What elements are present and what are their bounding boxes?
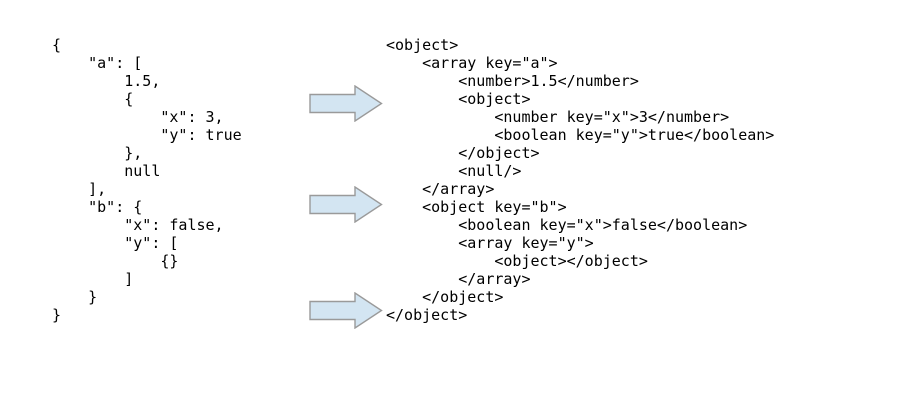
json-source-block: { "a": [ 1.5, { "x": 3, "y": true }, nul… <box>52 36 242 324</box>
xml-line-9: </array> <box>386 180 495 198</box>
json-line-16: } <box>52 306 62 324</box>
json-line-1: { <box>52 36 62 54</box>
xml-line-2: <array key="a"> <box>386 54 558 72</box>
xml-line-6: <boolean key="y">true</boolean> <box>386 126 775 144</box>
xml-line-8: <null/> <box>386 162 522 180</box>
json-line-13: {} <box>52 252 179 270</box>
xml-line-15: </object> <box>386 288 504 306</box>
json-line-4: { <box>52 90 134 108</box>
xml-line-12: <array key="y"> <box>386 234 594 252</box>
json-line-7: }, <box>52 144 143 162</box>
json-line-5: "x": 3, <box>52 108 224 126</box>
xml-line-16: </object> <box>386 306 468 324</box>
right-arrow-icon <box>309 292 383 329</box>
json-line-15: } <box>52 288 98 306</box>
json-line-11: "x": false, <box>52 216 224 234</box>
xml-line-11: <boolean key="x">false</boolean> <box>386 216 748 234</box>
xml-line-5: <number key="x">3</number> <box>386 108 730 126</box>
json-line-3: 1.5, <box>52 72 161 90</box>
json-line-12: "y": [ <box>52 234 179 252</box>
json-line-14: ] <box>52 270 134 288</box>
json-line-9: ], <box>52 180 107 198</box>
xml-line-14: </array> <box>386 270 531 288</box>
xml-result-block: <object> <array key="a"> <number>1.5</nu… <box>386 36 774 324</box>
xml-line-4: <object> <box>386 90 531 108</box>
xml-line-10: <object key="b"> <box>386 198 567 216</box>
xml-line-3: <number>1.5</number> <box>386 72 639 90</box>
right-arrow-icon <box>309 85 383 122</box>
json-line-2: "a": [ <box>52 54 143 72</box>
xml-line-7: </object> <box>386 144 540 162</box>
json-line-8: null <box>52 162 161 180</box>
xml-line-1: <object> <box>386 36 459 54</box>
right-arrow-icon <box>309 186 383 223</box>
json-line-10: "b": { <box>52 198 143 216</box>
json-line-6: "y": true <box>52 126 242 144</box>
xml-line-13: <object></object> <box>386 252 648 270</box>
